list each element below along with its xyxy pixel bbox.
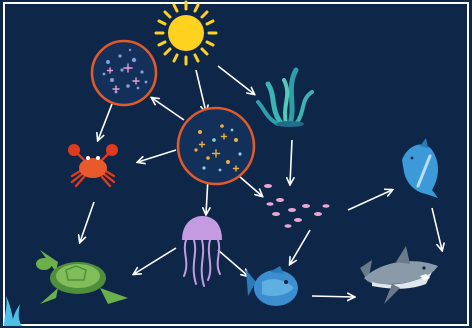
arrow-reef-fish-to-shark — [312, 296, 354, 297]
zooplankton-icon — [178, 108, 254, 184]
sun-disc — [168, 15, 204, 51]
phytoplankton-icon — [92, 41, 156, 105]
